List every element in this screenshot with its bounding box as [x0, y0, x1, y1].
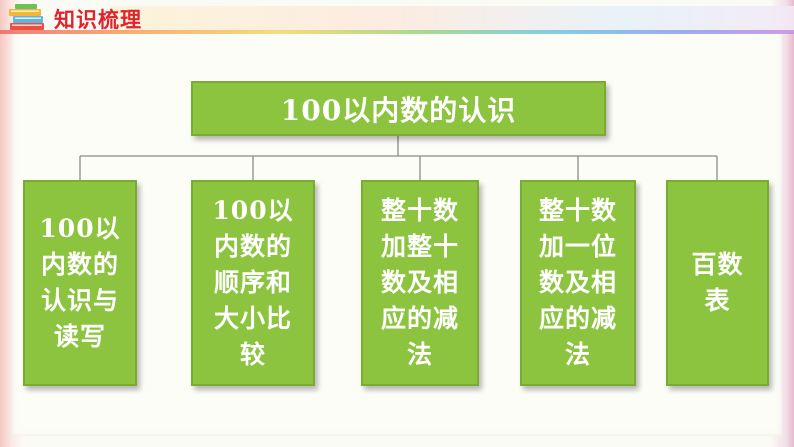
child-node-label: 整十数 加一位 数及相 应的减 法 — [538, 196, 617, 369]
child-node-tens-plus-ones: 整十数 加一位 数及相 应的减 法 — [520, 180, 636, 386]
child-node-order-compare: 100以 内数的 顺序和 大小比 较 — [191, 180, 315, 386]
child-node-hundred-chart: 百数 表 — [666, 180, 769, 386]
header-title: 知识梳理 — [54, 8, 142, 32]
slide-header: 知识梳理 — [0, 0, 794, 36]
header-band — [110, 6, 794, 32]
child-node-tens-plus-tens: 整十数 加整十 数及相 应的减 法 — [361, 180, 479, 386]
books-icon — [9, 4, 44, 30]
child-node-label: 百数 表 — [691, 250, 744, 315]
root-node: 100以内数的认识 — [191, 81, 606, 136]
child-node-label: 100以 内数的 认识与 读写 — [39, 214, 121, 351]
header-rainbow-bar — [0, 30, 794, 34]
child-node-label: 整十数 加整十 数及相 应的减 法 — [380, 196, 459, 369]
root-node-label: 100以内数的认识 — [280, 93, 517, 127]
child-node-label: 100以 内数的 顺序和 大小比 较 — [212, 196, 294, 369]
child-node-recognize-read-write: 100以 内数的 认识与 读写 — [23, 180, 137, 386]
